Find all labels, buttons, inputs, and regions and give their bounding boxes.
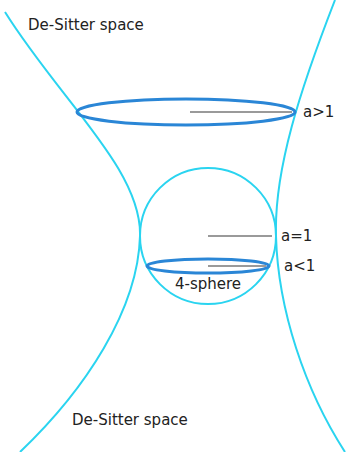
radius-label: a=1	[281, 227, 312, 245]
slice-small	[147, 259, 269, 273]
radius-label: a<1	[284, 257, 315, 275]
hyperboloid-left	[5, 12, 140, 452]
radius-line	[190, 111, 292, 113]
radius-label: a>1	[303, 103, 334, 121]
four-sphere	[140, 168, 276, 304]
hyperboloid-right	[276, 0, 345, 452]
sphere-label: 4-sphere	[175, 275, 241, 293]
slice-large	[77, 99, 295, 125]
radius-line	[208, 265, 266, 267]
region-label: De-Sitter space	[72, 411, 188, 429]
region-label: De-Sitter space	[28, 16, 144, 34]
radius-line	[208, 235, 272, 237]
